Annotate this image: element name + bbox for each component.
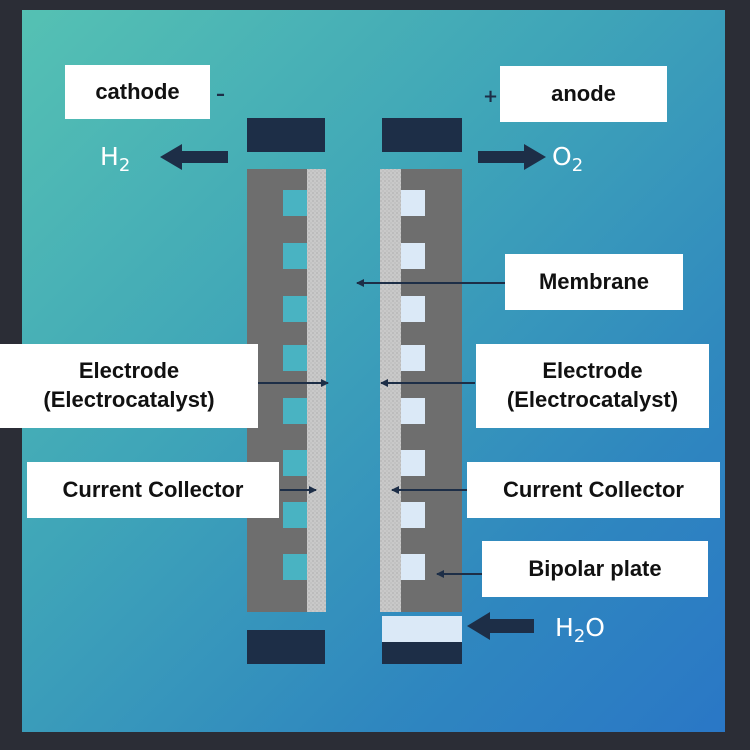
electrode-right-line2: (Electrocatalyst) [506,387,679,412]
water-inlet [382,616,462,642]
electrode-left-label: Electrode (Electrocatalyst) [0,344,258,428]
anode-flow-channels [401,190,425,580]
h2o-sub: 2 [573,626,586,647]
anode-label: anode [500,66,667,122]
h2o-o: O [585,613,605,642]
anode-electrode [380,169,401,612]
cathode-label: cathode [65,65,210,119]
h2o-label: H2O [555,613,605,647]
electrode-left-line1: Electrode [78,358,180,384]
anode-plus-sign: + [483,86,499,107]
h2o-inflow-arrow [467,612,534,640]
h2-label: H2 [100,142,130,176]
cathode-minus-sign: – [216,84,225,105]
h2-main: H [100,142,119,171]
cathode-bottom-cap [247,630,325,664]
bipolar-plate-label: Bipolar plate [482,541,708,597]
o2-sub: 2 [571,155,584,176]
h2o-h: H [555,613,574,642]
h2-outflow-arrow [160,144,228,170]
o2-main: O [552,142,572,171]
collector-right-label: Current Collector [467,462,720,518]
membrane-label: Membrane [505,254,683,310]
electrode-right-label: Electrode (Electrocatalyst) [476,344,709,428]
o2-label: O2 [552,142,583,176]
cathode-top-cap [247,118,325,152]
cathode-flow-channels [283,190,307,580]
collector-left-label: Current Collector [27,462,279,518]
pointer-lines [258,279,505,578]
h2-sub: 2 [118,155,131,176]
anode-top-cap [382,118,462,152]
anode-bottom-cap [382,642,462,664]
electrode-left-line2: (Electrocatalyst) [43,387,215,412]
cathode-electrode [307,169,326,612]
o2-outflow-arrow [478,144,546,170]
anode-bipolar-plate [401,169,462,612]
electrode-right-line1: Electrode [542,358,643,384]
